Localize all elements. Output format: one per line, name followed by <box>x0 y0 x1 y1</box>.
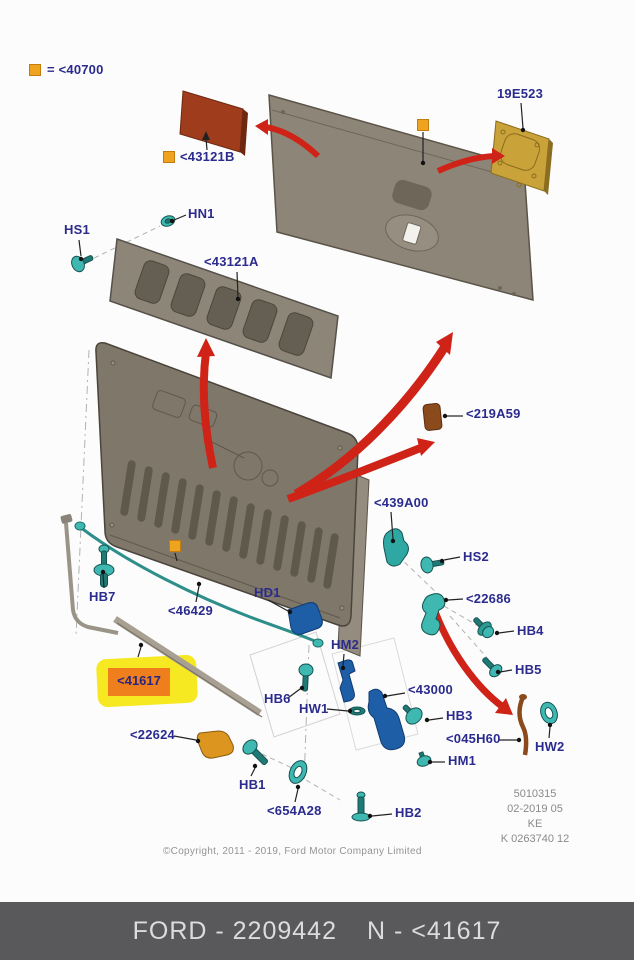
bolt-hb1 <box>242 739 269 766</box>
washer-hw1 <box>348 706 366 716</box>
callout-hw2: HW2 <box>535 739 565 754</box>
callout-hm1: HM1 <box>448 753 477 768</box>
support-rod-41617 <box>60 514 263 718</box>
stamp-line: K 0263740 12 <box>500 833 570 845</box>
bolt-hb3 <box>402 704 423 725</box>
callout-045h60: <045H60 <box>446 731 501 746</box>
inner-panel-ribs <box>120 460 339 589</box>
callout-654a28: <654A28 <box>267 803 322 818</box>
bolt-hs1 <box>71 255 94 273</box>
bumper-219a59 <box>422 403 443 431</box>
marker-43121b-icon <box>163 151 175 163</box>
callout-41617-highlighted: <41617 <box>117 673 161 688</box>
stamp-line: 5010315 <box>513 788 557 800</box>
callout-hb2: HB2 <box>395 805 422 820</box>
callout-hb3: HB3 <box>446 708 473 723</box>
bumper-22624 <box>196 730 234 759</box>
print-stamp: 5010315 02-2019 05 KE K 0263740 12 <box>470 787 600 847</box>
footer-part-number: N - <41617 <box>366 916 502 945</box>
callout-hm2: HM2 <box>331 637 360 652</box>
legend-marker-icon <box>29 64 41 76</box>
bolt-hb7 <box>93 544 115 588</box>
callout-43000: <43000 <box>408 682 453 697</box>
bolt-hb4 <box>473 617 495 639</box>
rod-045h60 <box>517 694 529 756</box>
nut-hn1 <box>160 215 176 227</box>
callout-219a59: <219A59 <box>466 406 521 421</box>
callout-hb7: HB7 <box>89 589 116 604</box>
ring-654a28 <box>288 760 308 784</box>
callout-hb1: HB1 <box>239 777 266 792</box>
legend-label: = <40700 <box>47 62 104 77</box>
bracket-hm2 <box>337 659 356 703</box>
callout-43121a: <43121A <box>204 254 259 269</box>
callout-hs2: HS2 <box>463 549 489 564</box>
exploded-diagram <box>60 90 558 822</box>
callout-hn1: HN1 <box>188 206 215 221</box>
callout-46429: <46429 <box>168 603 213 618</box>
callout-hs1: HS1 <box>64 222 90 237</box>
marker-outer-panel-icon <box>417 119 429 131</box>
footer-catalog-number: FORD - 2209442 <box>132 916 337 945</box>
marker-cable-icon <box>169 540 181 552</box>
trim-panel-43121a <box>109 237 339 380</box>
callout-hw1: HW1 <box>299 701 329 716</box>
stamp-line: KE <box>527 818 543 830</box>
bolt-hb2 <box>351 791 371 822</box>
callout-19e523: 19E523 <box>497 86 544 101</box>
oring-hw2 <box>540 701 558 725</box>
panel-43121b <box>179 90 248 156</box>
callout-hb6: HB6 <box>264 691 291 706</box>
latch-cable-46429 <box>74 521 324 648</box>
stamp-line: 02-2019 05 <box>507 803 563 815</box>
bolt-hb6 <box>298 663 314 692</box>
callout-43121b: <43121B <box>180 149 235 164</box>
leader-lines <box>78 102 553 819</box>
callout-hb4: HB4 <box>517 623 544 638</box>
callout-439a00: <439A00 <box>374 495 429 510</box>
latch-43000 <box>367 688 406 751</box>
callout-22624: <22624 <box>130 727 175 742</box>
hinge-hd1 <box>287 602 323 635</box>
bolt-hs2 <box>420 556 445 574</box>
tailgate-inner-panel <box>95 341 359 627</box>
nut-hm1 <box>416 751 432 767</box>
footer-bar: FORD - 2209442 N - <41617 <box>0 902 634 960</box>
copyright-line: ©Copyright, 2011 - 2019, Ford Motor Comp… <box>163 846 422 857</box>
callout-hb5: HB5 <box>515 662 542 677</box>
bracket-439a00 <box>383 528 409 567</box>
bolt-hb5 <box>482 657 503 678</box>
blue-hardware <box>287 602 406 751</box>
callout-hd1: HD1 <box>254 585 281 600</box>
highlight-41617 <box>96 654 198 708</box>
tailgate-outer-panel <box>268 93 534 301</box>
callout-22686: <22686 <box>466 591 511 606</box>
